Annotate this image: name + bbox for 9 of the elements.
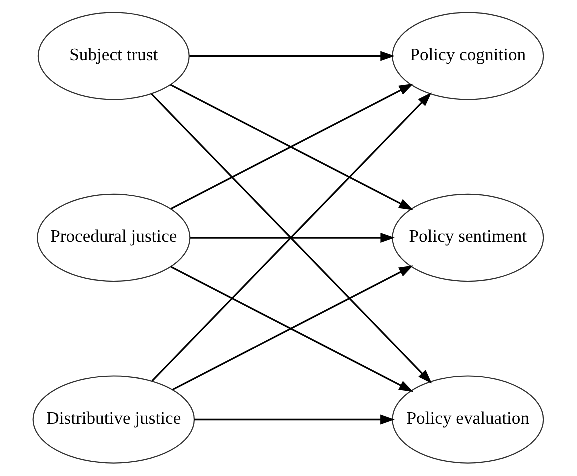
node-ellipse: Policy sentiment (392, 194, 544, 282)
arrow (194, 414, 395, 425)
node-ellipse: Policy cognition (392, 12, 544, 100)
node-ellipse: Distributive justice (32, 376, 196, 464)
node-ellipse: Subject trust (38, 12, 190, 100)
node-ellipse: Procedural justice (37, 194, 191, 282)
arrow (190, 232, 396, 244)
arrow (190, 51, 395, 62)
node-ellipse: Policy evaluation (392, 376, 544, 464)
